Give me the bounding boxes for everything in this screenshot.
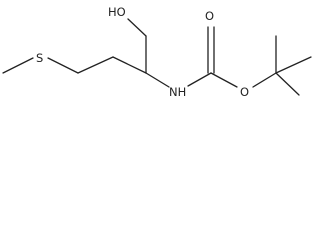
bond-ester-o-tbutyl xyxy=(252,72,277,88)
ester-oxygen-label: O xyxy=(240,85,249,99)
bond-s-ch2 xyxy=(47,57,79,74)
bond-ch3-s xyxy=(2,57,34,74)
bond-ch-nh xyxy=(145,72,170,88)
skeletal-formula: HO NH O O S xyxy=(2,5,312,99)
bond-ch2-oh xyxy=(127,18,147,37)
bond-tbutyl-ch3-right xyxy=(275,56,312,74)
sulfur-label: S xyxy=(36,51,43,65)
bond-carbonyl-ester-o xyxy=(210,72,238,88)
bond-ch2-ch2 xyxy=(77,56,114,74)
hydroxyl-label: HO xyxy=(108,5,126,19)
amine-label: NH xyxy=(169,85,186,99)
bond-ch2-ch xyxy=(112,56,147,74)
carbonyl-oxygen-label: O xyxy=(205,9,214,23)
bond-nh-carbonyl xyxy=(187,72,212,87)
bond-tbutyl-ch3-bottom xyxy=(275,72,300,96)
